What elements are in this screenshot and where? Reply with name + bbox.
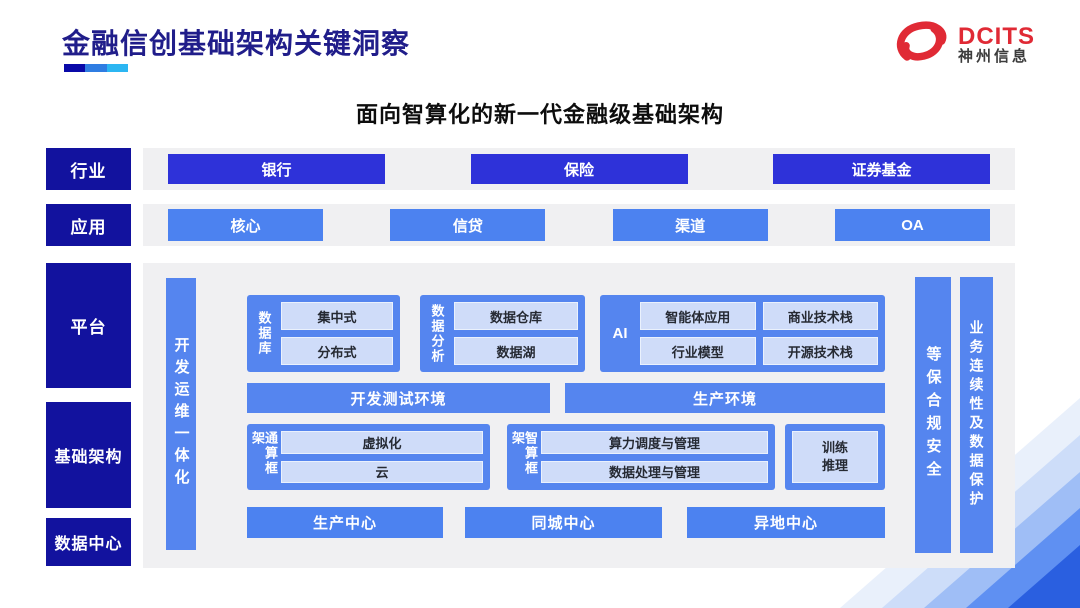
general-framework-label: 通算框架 (250, 431, 278, 476)
industry-item-bank: 银行 (168, 154, 385, 184)
swirl-logo-icon (893, 18, 951, 71)
layer-label-datacenter: 数据中心 (46, 518, 131, 566)
application-item-oa: OA (834, 209, 990, 241)
ai-group: AI 智能体应用 商业技术栈 行业模型 开源技术栈 (600, 295, 885, 372)
database-group-label: 数据库 (256, 311, 272, 356)
diagram-subtitle: 面向智算化的新一代金融级基础架构 (355, 102, 724, 127)
devops-vertical-bar: 开发运维一体化 (166, 278, 196, 550)
analytics-item-datalake: 数据湖 (454, 337, 578, 365)
ai-item-industry-model: 行业模型 (640, 337, 756, 365)
layer-label-industry: 行业 (46, 148, 131, 190)
intelligent-framework-label: 智算框架 (510, 431, 538, 476)
application-row: 核心 信贷 渠道 OA (143, 204, 1015, 246)
database-item-distributed: 分布式 (281, 337, 393, 365)
intelligent-item-compute-scheduling: 算力调度与管理 (541, 431, 768, 454)
title-underline (64, 64, 128, 72)
training-inference-box: 训练 推理 (785, 424, 885, 490)
business-continuity-vertical-bar: 业务连续性及数据保护 (960, 277, 993, 553)
ai-group-label: AI (612, 325, 628, 342)
layer-label-application: 应用 (46, 204, 131, 246)
ai-item-opensource-stack: 开源技术栈 (762, 337, 878, 365)
general-item-virtualization: 虚拟化 (281, 431, 483, 454)
industry-item-insurance: 保险 (470, 154, 688, 184)
training-line: 训练 (821, 440, 848, 456)
ai-item-agent-app: 智能体应用 (640, 302, 756, 330)
inference-line: 推理 (821, 458, 848, 473)
application-item-credit: 信贷 (390, 209, 546, 241)
devtest-environment-bar: 开发测试环境 (247, 383, 550, 413)
intelligent-item-data-processing: 数据处理与管理 (541, 460, 768, 483)
industry-row: 银行 保险 证券基金 (143, 148, 1015, 190)
production-center-bar: 生产中心 (247, 507, 443, 538)
general-computing-framework-group: 通算框架 虚拟化 云 (247, 424, 490, 490)
company-logo: DCITS 神州信息 (893, 18, 1035, 71)
layer-label-platform: 平台 (46, 263, 131, 388)
production-environment-bar: 生产环境 (565, 383, 885, 413)
platform-panel: 开发运维一体化 等保合规安全 业务连续性及数据保护 数据库 集中式 分布式 数据… (143, 263, 1015, 568)
layer-label-infrastructure: 基础架构 (46, 402, 131, 508)
same-city-center-bar: 同城中心 (465, 507, 662, 538)
application-item-core: 核心 (168, 209, 323, 241)
security-compliance-vertical-bar: 等保合规安全 (915, 277, 951, 553)
data-analytics-group: 数据分析 数据仓库 数据湖 (420, 295, 585, 372)
general-item-cloud: 云 (281, 460, 483, 483)
logo-brand-text: DCITS (958, 23, 1035, 51)
industry-item-securities: 证券基金 (773, 154, 990, 184)
ai-item-commercial-stack: 商业技术栈 (762, 302, 878, 330)
database-group: 数据库 集中式 分布式 (247, 295, 400, 372)
page-title: 金融信创基础架构关键洞察 (62, 28, 411, 59)
analytics-item-warehouse: 数据仓库 (454, 302, 578, 330)
remote-center-bar: 异地中心 (687, 507, 885, 538)
intelligent-computing-framework-group: 智算框架 算力调度与管理 数据处理与管理 (507, 424, 775, 490)
database-item-centralized: 集中式 (281, 302, 393, 330)
data-analytics-group-label: 数据分析 (429, 303, 445, 364)
application-item-channel: 渠道 (612, 209, 768, 241)
logo-company-text: 神州信息 (958, 48, 1031, 66)
